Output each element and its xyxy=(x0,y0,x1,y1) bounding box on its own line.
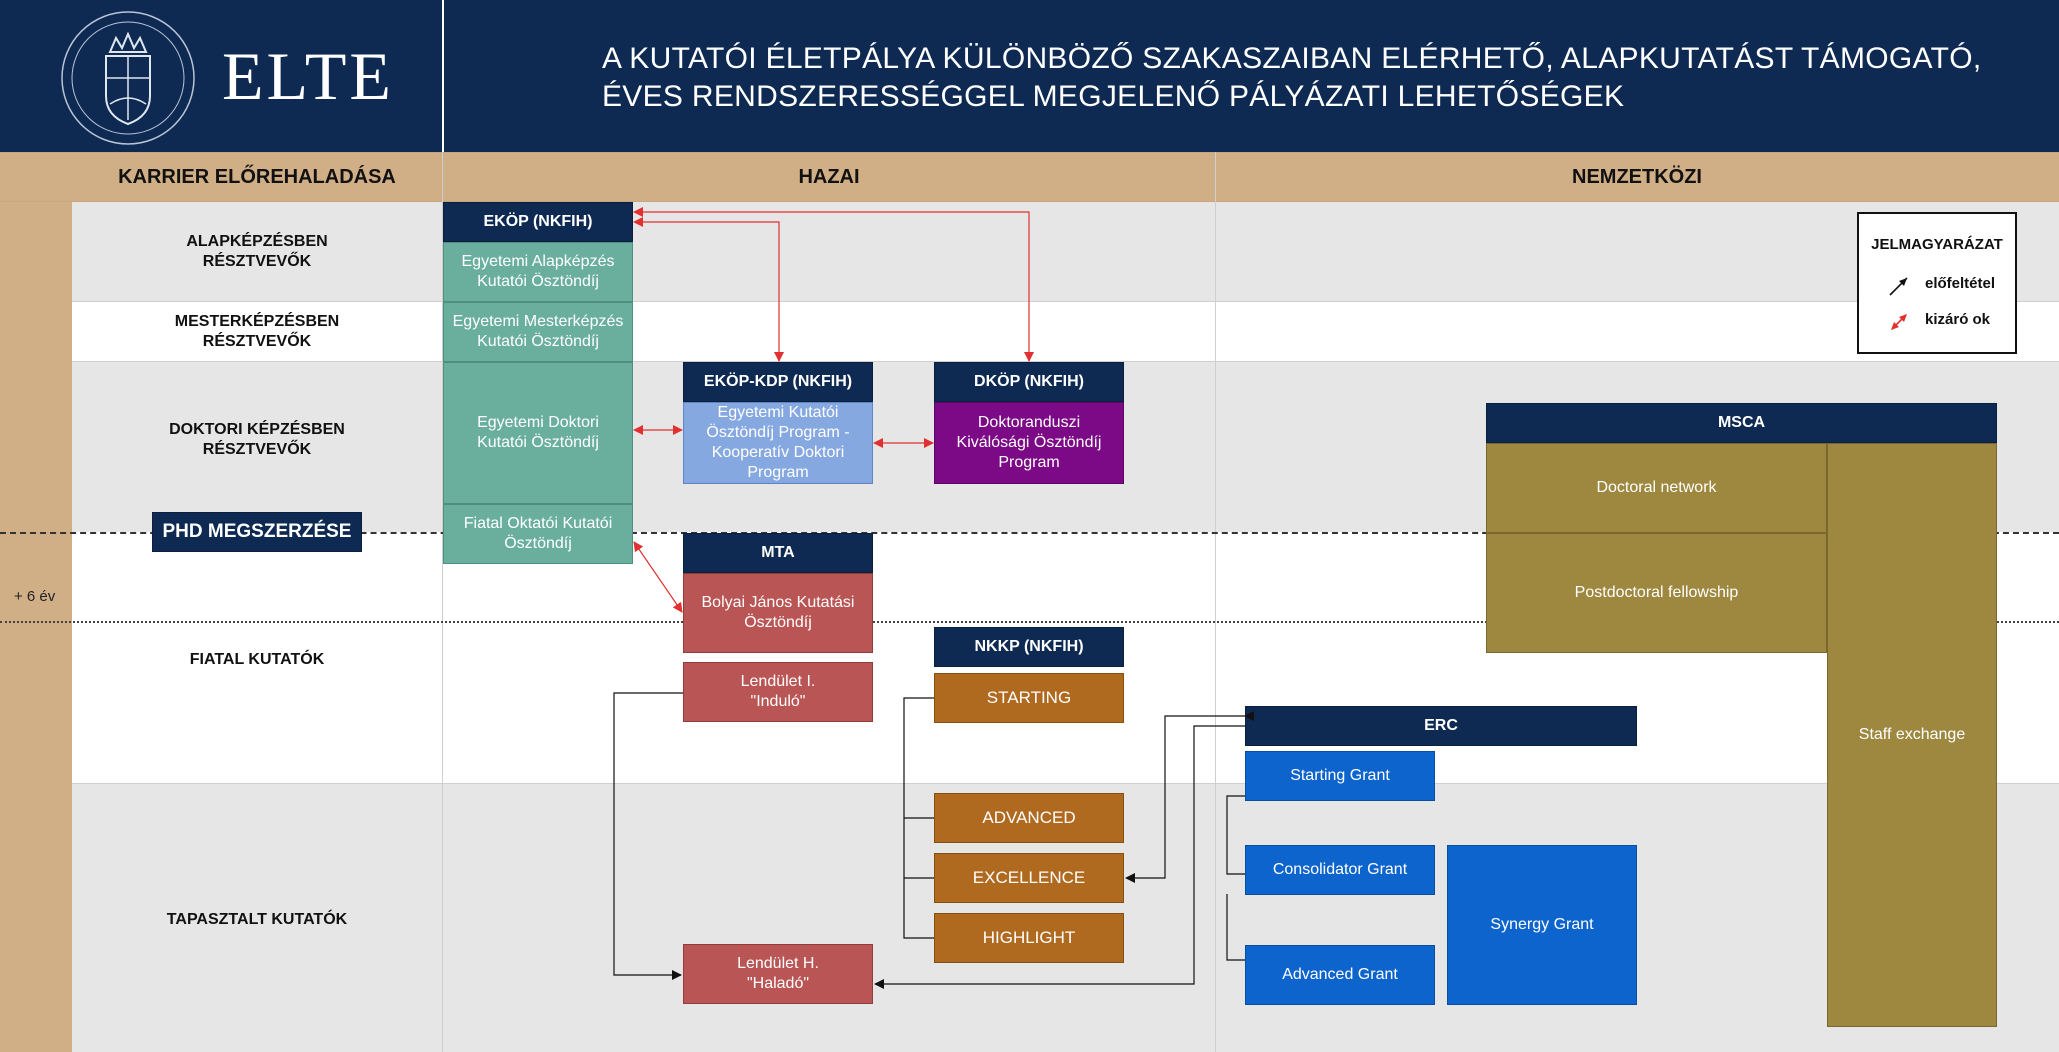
nkkp-bracket-connector xyxy=(903,697,934,939)
erc-starting-grant: Starting Grant xyxy=(1245,751,1435,801)
erc-bracket-connector xyxy=(1226,795,1245,961)
msca-doctoral-network: Doctoral network xyxy=(1486,443,1827,533)
row-label-master-line-2: RÉSZTVEVŐK xyxy=(202,333,312,350)
nkkp-advanced: ADVANCED xyxy=(934,793,1124,843)
prerequisite-lendulet-connector xyxy=(613,692,683,980)
lendulet-starting-line-2: "Induló" xyxy=(750,693,806,710)
row-label-master-line-1: MESTERKÉPZÉSBEN xyxy=(174,313,340,330)
elte-seal-icon xyxy=(61,11,195,145)
row-label-master: MESTERKÉPZÉSBEN RÉSZTVEVŐK xyxy=(72,302,442,362)
ekop-header: EKÖP (NKFIH) xyxy=(443,202,633,242)
erc-advanced-grant: Advanced Grant xyxy=(1245,945,1435,1005)
page-title-line-2: ÉVES RENDSZERESSÉGGEL MEGJELENŐ PÁLYÁZAT… xyxy=(602,80,1625,113)
legend-title: JELMAGYARÁZAT xyxy=(1871,236,2003,253)
prerequisite-arrow-icon xyxy=(1889,277,1908,296)
exclusive-ekop-kdp-connector xyxy=(633,217,784,362)
bolyai-scholarship: Bolyai János Kutatási Ösztöndíj xyxy=(683,573,873,653)
dkop-program: Doktoranduszi Kiválósági Ösztöndíj Progr… xyxy=(934,402,1124,484)
ekop-young-lecturer-scholarship: Fiatal Oktatói Kutatói Ösztöndíj xyxy=(443,504,633,564)
msca-header: MSCA xyxy=(1486,403,1997,443)
nkkp-starting: STARTING xyxy=(934,673,1124,723)
page-title: A KUTATÓI ÉLETPÁLYA KÜLÖNBÖZŐ SZAKASZAIB… xyxy=(602,40,2002,116)
erc-consolidator-grant: Consolidator Grant xyxy=(1245,845,1435,895)
row-label-doctoral-line-1: DOKTORI KÉPZÉSBEN xyxy=(169,421,345,438)
lendulet-starting-line-1: Lendület I. xyxy=(740,673,816,690)
lendulet-starting: Lendület I. "Induló" xyxy=(683,662,873,722)
lendulet-advanced: Lendület H. "Haladó" xyxy=(683,944,873,1004)
exclusive-arrow-icon xyxy=(1891,314,1907,330)
row-label-bachelor: ALAPKÉPZÉSBEN RÉSZTVEVŐK xyxy=(72,202,442,302)
column-header-international: NEMZETKÖZI xyxy=(1572,165,1702,188)
row-label-doctoral-line-2: RÉSZTVEVŐK xyxy=(202,441,312,458)
row-band-bachelor xyxy=(72,202,2059,302)
prerequisite-erc-lendulet-connector xyxy=(874,725,1245,989)
lendulet-advanced-line-2: "Haladó" xyxy=(746,975,810,992)
legend-exclusive-label: kizáró ok xyxy=(1925,311,1991,328)
row-label-experienced: TAPASZTALT KUTATÓK xyxy=(166,911,348,928)
column-header-band xyxy=(0,152,2059,202)
prerequisite-excellence-erc-connector xyxy=(1125,711,1254,883)
legend-prerequisite-label: előfeltétel xyxy=(1925,275,1996,292)
dkop-header: DKÖP (NKFIH) xyxy=(934,362,1124,402)
exclusive-young-bolyai-connector xyxy=(633,541,683,613)
header-divider xyxy=(442,0,444,152)
nkkp-highlight: HIGHLIGHT xyxy=(934,913,1124,963)
header-bar xyxy=(0,0,2059,152)
row-label-young: FIATAL KUTATÓK xyxy=(189,651,325,668)
ekop-kdp-program: Egyetemi Kutatói Ösztöndíj Program - Koo… xyxy=(683,402,873,484)
msca-staff-exchange: Staff exchange xyxy=(1827,443,1997,1027)
column-separator-2 xyxy=(1215,152,1216,1052)
elte-logo-text: ELTE xyxy=(222,38,394,114)
row-label-bachelor-line-1: ALAPKÉPZÉSBEN xyxy=(186,233,328,250)
nkkp-excellence: EXCELLENCE xyxy=(934,853,1124,903)
row-label-bachelor-line-2: RÉSZTVEVŐK xyxy=(202,253,312,270)
ekop-doctoral-scholarship: Egyetemi Doktori Kutatói Ösztöndíj xyxy=(443,362,633,504)
career-timeline-strip xyxy=(0,202,72,1052)
legend-box: JELMAGYARÁZAT előfeltétel kizáró ok xyxy=(1857,212,2017,354)
ekop-bachelor-scholarship: Egyetemi Alapképzés Kutatói Ösztöndíj xyxy=(443,242,633,302)
row-label-doctoral: DOKTORI KÉPZÉSBEN RÉSZTVEVŐK xyxy=(72,362,442,532)
plus-six-years-label: + 6 év xyxy=(14,588,56,605)
ekop-master-scholarship: Egyetemi Mesterképzés Kutatói Ösztöndíj xyxy=(443,302,633,362)
column-header-career: KARRIER ELŐREHALADÁSA xyxy=(118,165,396,188)
row-band-master xyxy=(72,302,2059,362)
phd-milestone-badge: PHD MEGSZERZÉSE xyxy=(152,512,362,552)
exclusive-ekop-dkop-connector xyxy=(633,207,1034,362)
column-header-domestic: HAZAI xyxy=(798,165,860,188)
phd-dashed-line xyxy=(0,532,2059,534)
column-separator-1 xyxy=(442,152,443,1052)
lendulet-advanced-line-1: Lendület H. xyxy=(737,955,819,972)
erc-synergy-grant: Synergy Grant xyxy=(1447,845,1637,1005)
erc-header: ERC xyxy=(1245,706,1637,746)
msca-postdoctoral-fellowship: Postdoctoral fellowship xyxy=(1486,533,1827,653)
ekop-kdp-header: EKÖP-KDP (NKFIH) xyxy=(683,362,873,402)
six-year-dotted-line xyxy=(0,621,2059,623)
nkkp-header: NKKP (NKFIH) xyxy=(934,627,1124,667)
mta-header: MTA xyxy=(683,533,873,573)
page-title-line-1: A KUTATÓI ÉLETPÁLYA KÜLÖNBÖZŐ SZAKASZAIB… xyxy=(602,42,1982,75)
